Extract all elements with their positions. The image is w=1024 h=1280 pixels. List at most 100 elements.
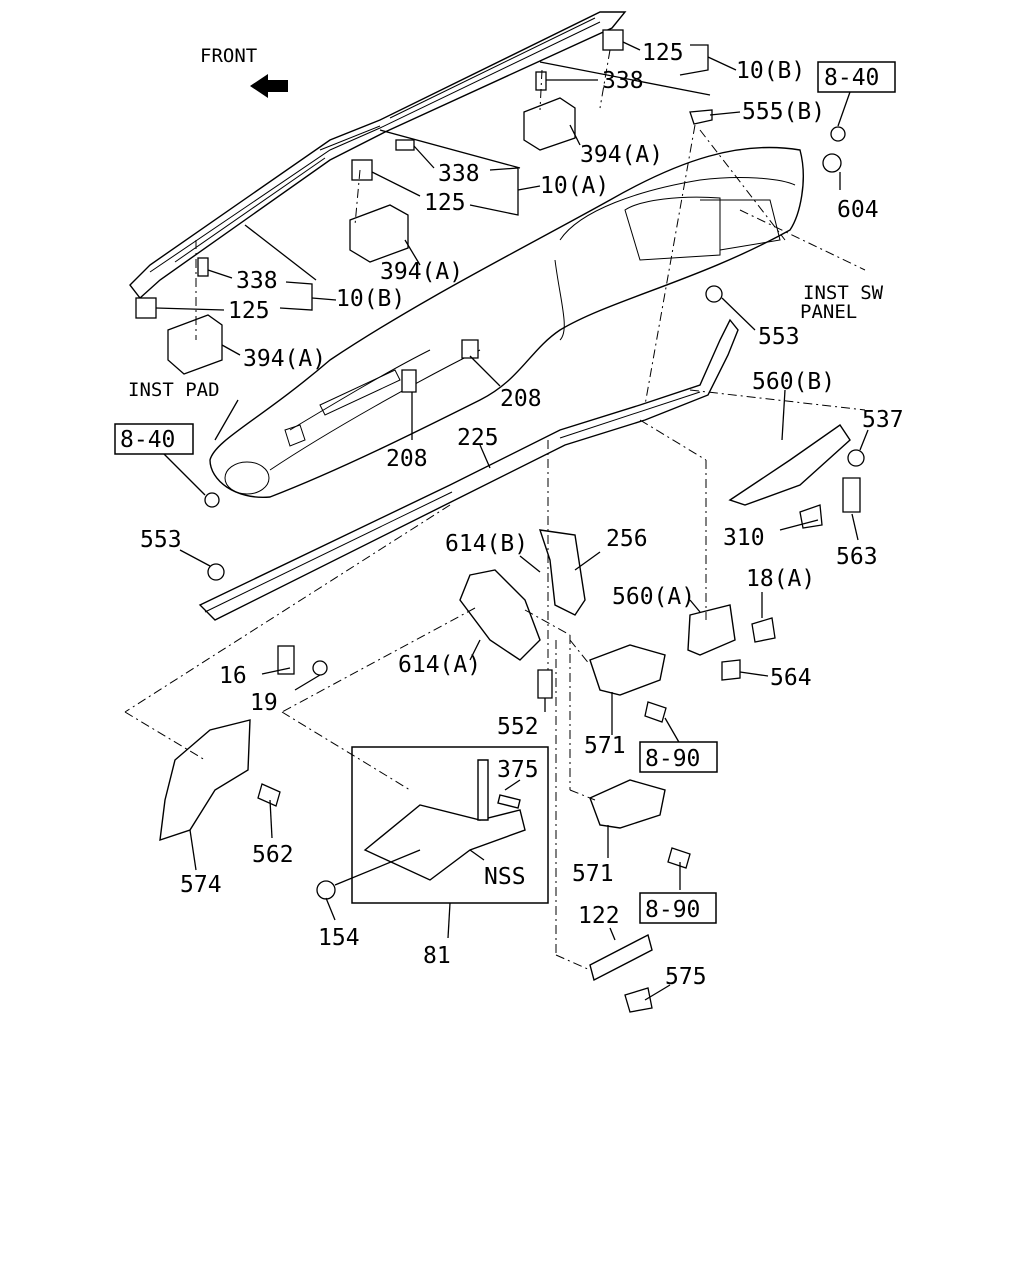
label-81: 81 (423, 943, 451, 969)
front-arrow-icon (250, 74, 288, 98)
bracket-614a (459, 569, 541, 661)
label-10b-top: 10(B) (736, 58, 805, 84)
label-575: 575 (665, 964, 707, 990)
screw-571a (644, 701, 667, 723)
label-614b: 614(B) (445, 531, 528, 557)
label-154: 154 (318, 925, 360, 951)
clip-394a-mid (349, 204, 409, 263)
label-19: 19 (250, 690, 278, 716)
bolt-310 (799, 504, 823, 529)
bracket-81-assembly (351, 746, 549, 904)
label-225: 225 (457, 425, 499, 451)
bolt-552 (537, 669, 553, 699)
front-direction-indicator: FRONT (200, 45, 288, 98)
label-8-40-top: 8-40 (824, 65, 879, 91)
label-552: 552 (497, 714, 539, 740)
nut-553-right (705, 285, 723, 303)
pocket-571a (589, 644, 666, 696)
ref-box-8-90-a (639, 741, 718, 773)
label-8-40-left: 8-40 (120, 427, 175, 453)
clip-125b (351, 159, 373, 181)
reference-boxes (114, 61, 896, 924)
leader-lines (155, 41, 869, 1001)
label-338b: 338 (438, 161, 480, 187)
clip-604 (822, 153, 842, 173)
label-555b: 555(B) (742, 99, 825, 125)
label-338c: 338 (236, 268, 278, 294)
pocket-571b (589, 779, 666, 829)
label-537: 537 (862, 407, 904, 433)
bracket-614b-256 (538, 529, 586, 616)
label-394a-mid: 394(A) (380, 259, 463, 285)
label-571a: 571 (584, 733, 626, 759)
bolt-18a (751, 617, 776, 643)
clip-208b (461, 339, 479, 359)
label-inst-sw: INST SW (803, 282, 884, 304)
screw-571b (667, 847, 691, 869)
ref-box-8-40-left (114, 423, 194, 455)
label-564: 564 (770, 665, 812, 691)
part-16 (277, 645, 295, 675)
label-nss: NSS (484, 864, 526, 890)
clip-125c (135, 297, 157, 319)
label-208a: 208 (386, 446, 428, 472)
label-553-left: 553 (140, 527, 182, 553)
instrument-panel-body (209, 146, 804, 498)
label-375: 375 (497, 757, 539, 783)
label-8-90-a: 8-90 (645, 746, 700, 772)
screw-338c (197, 257, 209, 277)
bolt-575 (624, 987, 653, 1013)
label-553-right: 553 (758, 324, 800, 350)
label-10a: 10(A) (540, 173, 609, 199)
part-122 (589, 933, 653, 982)
label-18a: 18(A) (746, 566, 815, 592)
label-125c: 125 (228, 298, 270, 324)
label-208b: 208 (500, 386, 542, 412)
label-125a: 125 (642, 40, 684, 66)
label-604: 604 (837, 197, 879, 223)
screw-19 (312, 660, 328, 676)
nut-537 (847, 449, 865, 467)
clip-125a (602, 29, 624, 51)
label-10b-left: 10(B) (336, 286, 405, 312)
bracket-574 (159, 719, 251, 842)
clip-8-40-left (204, 492, 220, 508)
phantom-lines (124, 49, 866, 971)
ref-box-8-90-b (639, 892, 717, 924)
clip-394a-left (167, 314, 223, 375)
label-563: 563 (836, 544, 878, 570)
label-571b: 571 (572, 861, 614, 887)
label-inst-pad: INST PAD (128, 379, 220, 401)
label-574: 574 (180, 872, 222, 898)
label-8-90-b: 8-90 (645, 897, 700, 923)
clip-8-40 (830, 126, 846, 142)
part-labels: 125 338 10(B) 8-40 555(B) 394(A) 338 10(… (120, 40, 904, 990)
bolt-562 (257, 783, 281, 807)
screw-338b (395, 139, 415, 151)
cross-member-beam (198, 318, 739, 621)
bracket-560a (687, 604, 736, 656)
label-394a-left: 394(A) (243, 346, 326, 372)
nut-553-left (207, 563, 225, 581)
ref-box-8-40-top (817, 61, 896, 93)
bolt-555b (689, 109, 713, 125)
clip-394a-top (523, 97, 576, 151)
nut-154 (316, 880, 336, 900)
defroster-nozzle (129, 11, 627, 300)
label-338a: 338 (602, 68, 644, 94)
label-560a: 560(A) (612, 584, 695, 610)
label-panel: PANEL (800, 301, 857, 323)
part-563 (842, 477, 861, 513)
label-614a: 614(A) (398, 652, 481, 678)
clip-208a (401, 369, 417, 393)
label-560b: 560(B) (752, 369, 835, 395)
label-122: 122 (578, 903, 620, 929)
front-label: FRONT (200, 45, 257, 67)
screw-338a (535, 71, 547, 91)
label-394a-top: 394(A) (580, 142, 663, 168)
label-125b: 125 (424, 190, 466, 216)
label-256: 256 (606, 526, 648, 552)
clip-564 (721, 659, 741, 681)
label-562: 562 (252, 842, 294, 868)
